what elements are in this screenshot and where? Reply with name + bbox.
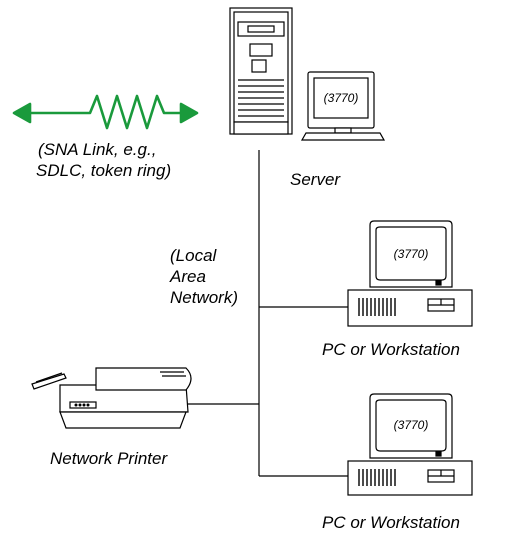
lan-label-line2: Area <box>170 267 206 286</box>
server-monitor-icon <box>300 71 386 141</box>
sna-link-arrow <box>12 94 199 130</box>
pc-bottom-screen-text: (3770) <box>394 418 429 432</box>
network-printer-icon <box>31 367 192 429</box>
sna-link-label-line1: (SNA Link, e.g., <box>38 140 157 159</box>
pc-bottom-label: PC or Workstation <box>322 513 460 532</box>
lan-lines <box>188 150 348 477</box>
lan-label-line3: Network) <box>170 288 239 307</box>
sna-link-label-line2: SDLC, token ring) <box>36 161 172 180</box>
network-printer-label: Network Printer <box>50 449 168 468</box>
server-screen-text: (3770) <box>324 91 359 105</box>
pc-top-icon <box>347 220 473 327</box>
pc-top-screen-text: (3770) <box>394 247 429 261</box>
pc-bottom-icon <box>347 393 473 496</box>
server-tower-icon <box>229 7 293 135</box>
lan-label-line1: (Local <box>170 246 217 265</box>
server-label: Server <box>290 170 341 189</box>
pc-top-label: PC or Workstation <box>322 340 460 359</box>
